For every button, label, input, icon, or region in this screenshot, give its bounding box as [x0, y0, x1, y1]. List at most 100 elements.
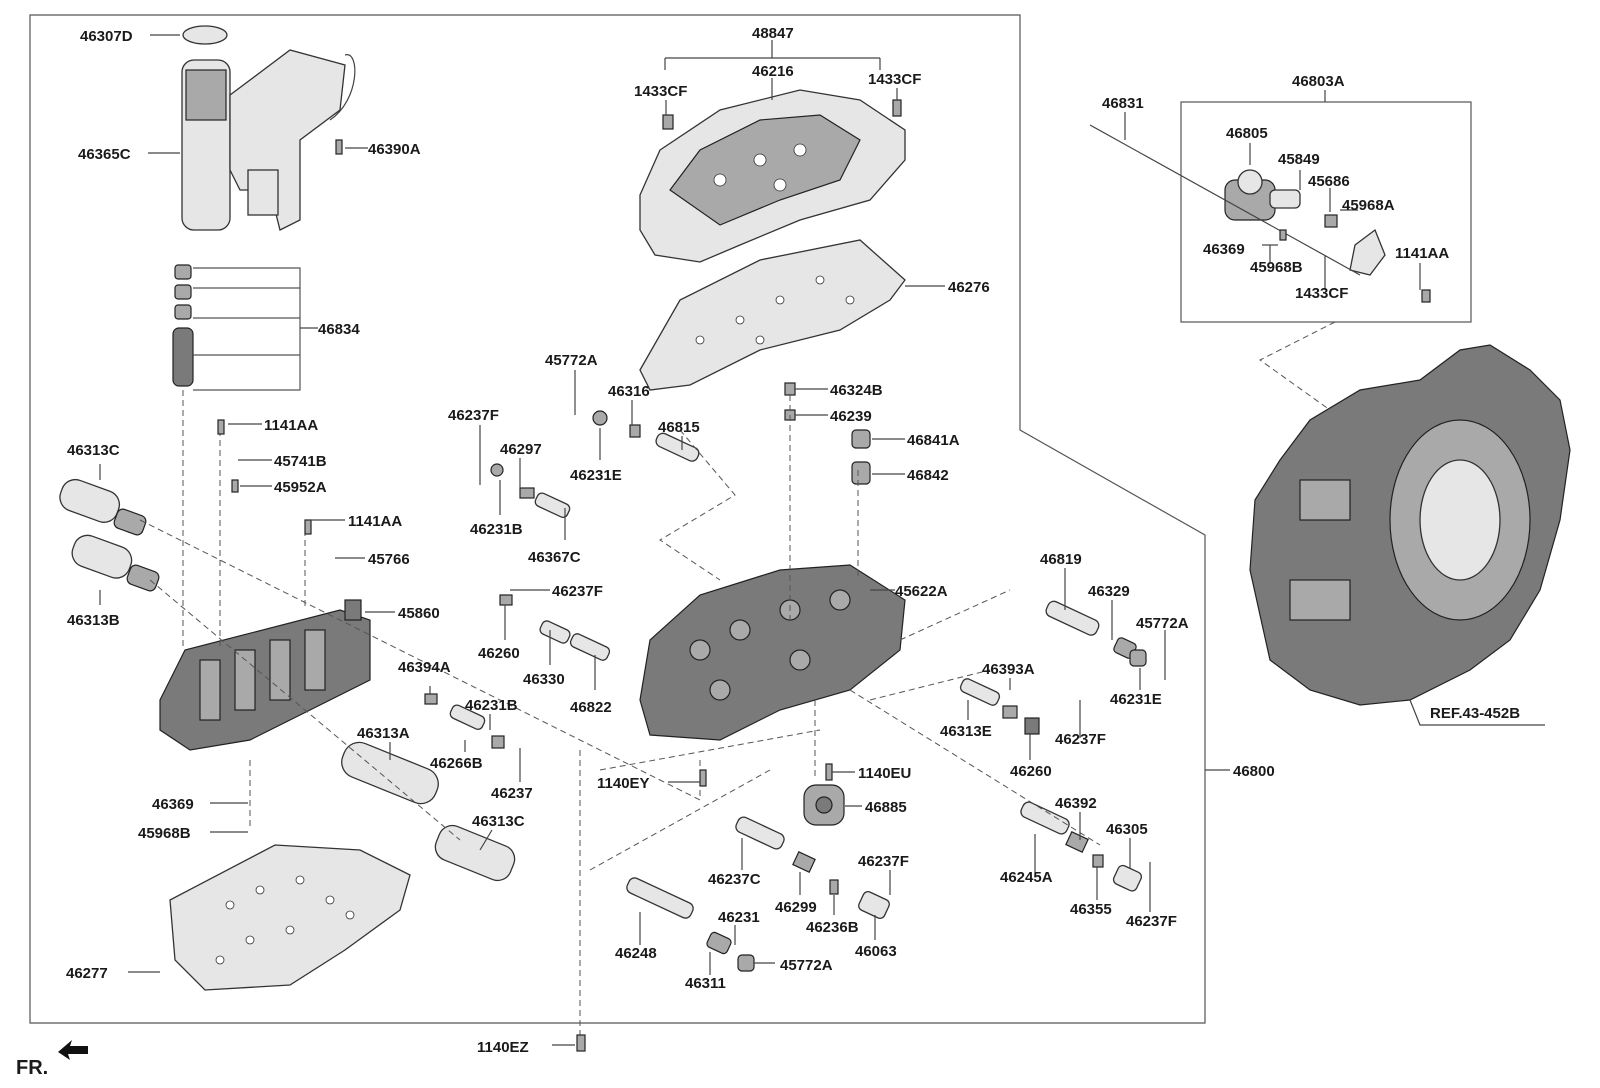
- label-45766: 45766: [368, 551, 410, 568]
- label-45968A: 45968A: [1342, 197, 1395, 214]
- label-46237F-5: 46237F: [858, 853, 909, 870]
- label-1433CF-2: 1433CF: [868, 71, 921, 88]
- label-46355: 46355: [1070, 901, 1112, 918]
- label-45772A-1: 45772A: [545, 352, 598, 369]
- label-46237F-2: 46237F: [552, 583, 603, 600]
- label-46297: 46297: [500, 441, 542, 458]
- label-46841A: 46841A: [907, 432, 960, 449]
- label-46237C: 46237C: [708, 871, 761, 888]
- label-1140EZ: 1140EZ: [477, 1039, 529, 1056]
- label-45772A-3: 45772A: [780, 957, 833, 974]
- label-46260-2: 46260: [1010, 763, 1052, 780]
- label-1141AA-1: 1141AA: [264, 417, 318, 434]
- assembly-frame: [29, 14, 1206, 1024]
- oil-filter-part: [181, 25, 356, 231]
- bolts: [217, 99, 1431, 1052]
- solenoid-46313C-lower: [434, 824, 516, 882]
- label-45772A-2: 45772A: [1136, 615, 1189, 632]
- label-46822: 46822: [570, 699, 612, 716]
- small-valve-parts-right: [959, 600, 1147, 892]
- label-48847: 48847: [752, 25, 794, 42]
- label-45622A: 45622A: [895, 583, 948, 600]
- label-46216: 46216: [752, 63, 794, 80]
- label-46885: 46885: [865, 799, 907, 816]
- label-46260-1: 46260: [478, 645, 520, 662]
- spring-stack-part: [172, 264, 301, 391]
- label-46313E: 46313E: [940, 723, 992, 740]
- label-46393A: 46393A: [982, 661, 1035, 678]
- label-46237F-1: 46237F: [448, 407, 499, 424]
- label-46324B: 46324B: [830, 382, 883, 399]
- case-link-dash: [1259, 321, 1336, 411]
- label-46299: 46299: [775, 899, 817, 916]
- label-46311: 46311: [685, 975, 726, 992]
- label-46307D: 46307D: [80, 28, 133, 45]
- label-46313C-1: 46313C: [67, 442, 120, 459]
- small-valve-parts-lower: [626, 816, 890, 972]
- label-46803A: 46803A: [1292, 73, 1345, 90]
- label-46369-1: 46369: [152, 796, 194, 813]
- label-46805: 46805: [1226, 125, 1268, 142]
- label-46276: 46276: [948, 279, 990, 296]
- label-46237: 46237: [491, 785, 533, 802]
- label-1140EU: 1140EU: [858, 765, 911, 782]
- label-46815: 46815: [658, 419, 700, 436]
- solenoid-assembly-46805: [1089, 124, 1386, 276]
- label-46236B: 46236B: [806, 919, 859, 936]
- label-46231: 46231: [718, 909, 760, 926]
- label-46390A: 46390A: [368, 141, 421, 158]
- separator-plate-46277: [169, 844, 411, 991]
- label-46842: 46842: [907, 467, 949, 484]
- label-ref-43-452B: REF.43-452B: [1430, 705, 1520, 722]
- label-1433CF-3: 1433CF: [1295, 285, 1348, 302]
- label-46231B-1: 46231B: [465, 697, 518, 714]
- solenoid-46313B: [71, 534, 160, 592]
- label-46819: 46819: [1040, 551, 1082, 568]
- label-46231E-1: 46231E: [570, 467, 622, 484]
- label-46277: 46277: [66, 965, 108, 982]
- pressure-sensor-part: [803, 784, 845, 826]
- label-46365C: 46365C: [78, 146, 131, 163]
- label-46245A: 46245A: [1000, 869, 1053, 886]
- label-46369-2: 46369: [1203, 241, 1245, 258]
- label-46313C-2: 46313C: [472, 813, 525, 830]
- label-45849: 45849: [1278, 151, 1320, 168]
- label-45952A: 45952A: [274, 479, 327, 496]
- label-46239: 46239: [830, 408, 872, 425]
- label-front: FR.: [16, 1057, 48, 1079]
- label-45968B-1: 45968B: [138, 825, 191, 842]
- leader-lines: [99, 34, 1545, 1046]
- label-46313A: 46313A: [357, 725, 410, 742]
- upper-valve-body-part: [639, 89, 906, 263]
- label-1141AA-2: 1141AA: [348, 513, 402, 530]
- callout-labels: 46307D 46365C 46390A 46834 1141AA 45741B…: [16, 25, 1520, 1079]
- solenoid-46313A: [341, 741, 439, 805]
- 48847-bracket: [664, 40, 881, 70]
- label-46330: 46330: [523, 671, 565, 688]
- label-46329: 46329: [1088, 583, 1130, 600]
- label-45968B-2: 45968B: [1250, 259, 1303, 276]
- front-arrow-icon: [58, 1040, 88, 1060]
- label-1433CF-1: 1433CF: [634, 83, 687, 100]
- lower-valve-body-part: [159, 599, 371, 751]
- label-1141AA-3: 1141AA: [1395, 245, 1449, 262]
- label-46392: 46392: [1055, 795, 1097, 812]
- label-46831: 46831: [1102, 95, 1144, 112]
- separator-plate-46276: [639, 239, 906, 391]
- label-46266B: 46266B: [430, 755, 483, 772]
- label-46800: 46800: [1233, 763, 1275, 780]
- label-46237F-3: 46237F: [1055, 731, 1106, 748]
- label-45741B: 45741B: [274, 453, 327, 470]
- solenoid-46313C: [59, 478, 147, 536]
- main-valve-body-part: [639, 564, 906, 741]
- label-1140EY: 1140EY: [597, 775, 650, 792]
- transmission-case-part: [1249, 344, 1571, 706]
- label-46834: 46834: [318, 321, 360, 338]
- label-45686: 45686: [1308, 173, 1350, 190]
- label-46231E-2: 46231E: [1110, 691, 1162, 708]
- label-46313B: 46313B: [67, 612, 120, 629]
- solenoid-subassembly-box: [1180, 101, 1472, 323]
- label-45860: 45860: [398, 605, 440, 622]
- label-46248: 46248: [615, 945, 657, 962]
